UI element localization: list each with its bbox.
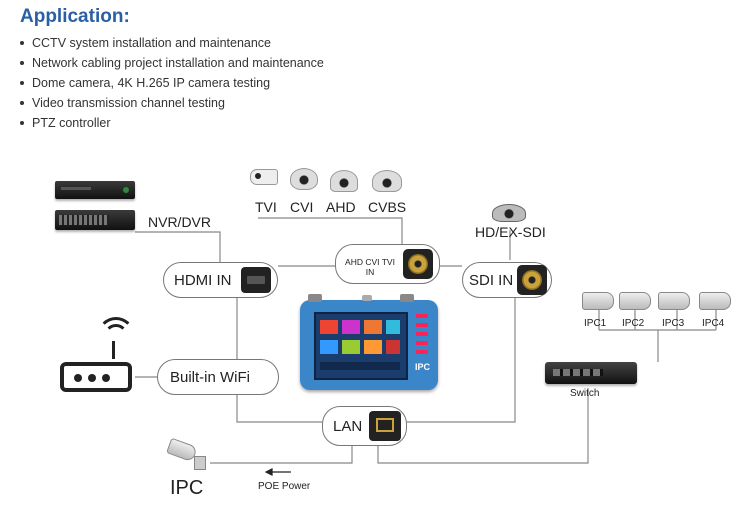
nvr-device-icon bbox=[55, 181, 135, 199]
bnc-connector-icon bbox=[403, 249, 433, 279]
list-item: CCTV system installation and maintenance bbox=[20, 33, 324, 53]
sdi-camera-icon bbox=[492, 204, 526, 222]
ipc3-label: IPC3 bbox=[662, 318, 685, 329]
poe-power-label: POE Power bbox=[258, 481, 311, 492]
ipc-label: IPC bbox=[170, 477, 204, 499]
wifi-label: Built-in WiFi bbox=[170, 368, 251, 386]
dvr-device-icon bbox=[55, 210, 135, 230]
list-item: Video transmission channel testing bbox=[20, 93, 324, 113]
sdi-in-pill: SDI IN bbox=[462, 262, 552, 298]
device-badge: IPC bbox=[414, 362, 430, 372]
ipc1-camera-icon bbox=[582, 292, 614, 310]
nvr-dvr-label: NVR/DVR bbox=[148, 214, 212, 230]
hdmi-in-pill: HDMI IN bbox=[163, 262, 278, 298]
list-item: PTZ controller bbox=[20, 113, 324, 133]
lan-pill: LAN bbox=[322, 406, 407, 446]
bnc-connector-icon bbox=[517, 265, 547, 295]
sdi-camera-label: HD/EX-SDI bbox=[475, 224, 546, 240]
list-item: Network cabling project installation and… bbox=[20, 53, 324, 73]
sdi-in-label: SDI IN bbox=[469, 271, 514, 289]
ipc3-camera-icon bbox=[658, 292, 690, 310]
application-list: CCTV system installation and maintenance… bbox=[20, 33, 324, 133]
switch-label: Switch bbox=[570, 388, 600, 399]
ipc1-label: IPC1 bbox=[584, 318, 607, 329]
analog-in-pill: AHD CVI TVI IN bbox=[335, 244, 440, 284]
ipc-camera-icon bbox=[166, 437, 208, 470]
page-title: Application: bbox=[20, 6, 130, 27]
camera-type-tvi: TVI bbox=[255, 199, 277, 215]
lan-label: LAN bbox=[333, 417, 363, 435]
ahd-camera-icon bbox=[330, 170, 358, 192]
wifi-signal-icon bbox=[95, 313, 139, 359]
camera-type-cvbs: CVBS bbox=[368, 199, 407, 215]
analog-in-label: AHD CVI TVI IN bbox=[345, 257, 395, 277]
device-screen bbox=[314, 312, 408, 380]
ipc4-camera-icon bbox=[699, 292, 731, 310]
router-icon bbox=[60, 362, 132, 392]
ipc2-camera-icon bbox=[619, 292, 651, 310]
hdmi-in-label: HDMI IN bbox=[174, 271, 232, 289]
ipc4-label: IPC4 bbox=[702, 318, 725, 329]
hdmi-port-icon bbox=[241, 267, 271, 293]
camera-type-ahd: AHD bbox=[326, 199, 356, 215]
cvbs-camera-icon bbox=[372, 170, 402, 192]
lan-port-icon bbox=[369, 411, 401, 441]
tester-device-icon: IPC bbox=[300, 294, 438, 390]
switch-icon bbox=[545, 362, 637, 384]
tvi-camera-icon bbox=[250, 166, 280, 186]
wifi-pill: Built-in WiFi bbox=[157, 359, 279, 395]
list-item: Dome camera, 4K H.265 IP camera testing bbox=[20, 73, 324, 93]
cvi-camera-icon bbox=[290, 168, 318, 190]
camera-type-cvi: CVI bbox=[290, 199, 314, 215]
ipc2-label: IPC2 bbox=[622, 318, 645, 329]
